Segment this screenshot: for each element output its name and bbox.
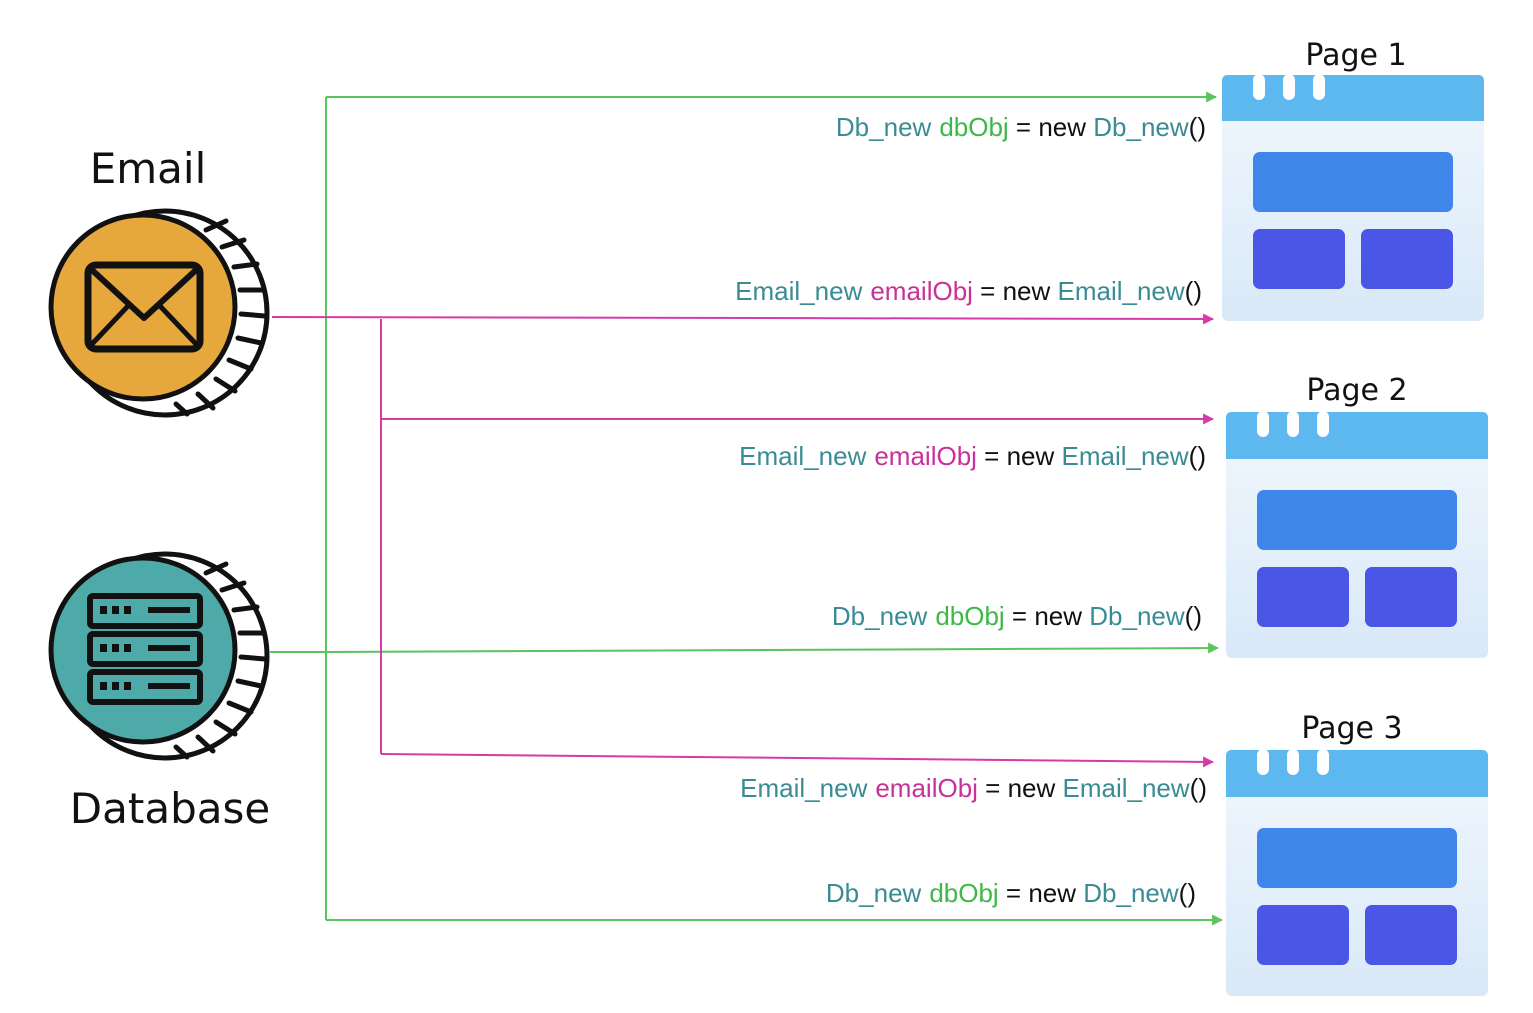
assign-new: = new (1005, 601, 1090, 631)
email-source: Email (48, 144, 270, 418)
parens: () (1185, 601, 1202, 631)
parens: () (1189, 441, 1206, 471)
envelope-icon (84, 261, 204, 353)
ctor-name: Email_new (1063, 773, 1190, 803)
page-3-label: Page 3 (1301, 711, 1402, 746)
assign-new: = new (973, 276, 1058, 306)
ctor-name: Db_new (1089, 601, 1185, 631)
assign-new: = new (999, 878, 1084, 908)
page-3-window-icon (1226, 749, 1488, 996)
page-2-label: Page 2 (1306, 373, 1407, 408)
var-name: dbObj (935, 601, 1004, 631)
ctor-name: Email_new (1058, 276, 1185, 306)
ctor-name: Db_new (1093, 112, 1189, 142)
type-name: Email_new (739, 441, 866, 471)
var-name: emailObj (874, 441, 977, 471)
page-3: Page 3 (1226, 711, 1488, 996)
database-source: Database (48, 551, 270, 833)
page-1-window-icon (1222, 74, 1484, 321)
type-name: Db_new (826, 878, 922, 908)
var-name: emailObj (875, 773, 978, 803)
page-1-label: Page 1 (1305, 38, 1406, 73)
db-trunk-line (270, 97, 327, 920)
parens: () (1190, 773, 1207, 803)
assign-new: = new (977, 441, 1062, 471)
type-name: Db_new (832, 601, 928, 631)
var-name: dbObj (939, 112, 1008, 142)
server-rack-icon (87, 593, 203, 705)
db-arrow-page2 (325, 642, 1220, 654)
email-label: Email (90, 144, 207, 193)
page-1: Page 1 (1222, 38, 1484, 321)
type-name: Email_new (735, 276, 862, 306)
assign-new: = new (1009, 112, 1094, 142)
type-name: Db_new (836, 112, 932, 142)
page-2-window-icon (1226, 411, 1488, 658)
assign-new: = new (978, 773, 1063, 803)
parens: () (1189, 112, 1206, 142)
parens: () (1179, 878, 1196, 908)
ctor-name: Email_new (1062, 441, 1189, 471)
parens: () (1185, 276, 1202, 306)
email-arrow-page3 (380, 753, 1215, 768)
type-name: Email_new (740, 773, 867, 803)
var-name: emailObj (870, 276, 973, 306)
ctor-name: Db_new (1083, 878, 1179, 908)
email-arrow-page1 (271, 313, 1215, 325)
var-name: dbObj (929, 878, 998, 908)
page-2: Page 2 (1226, 373, 1488, 658)
database-label: Database (70, 784, 270, 833)
connectors (270, 91, 1224, 926)
